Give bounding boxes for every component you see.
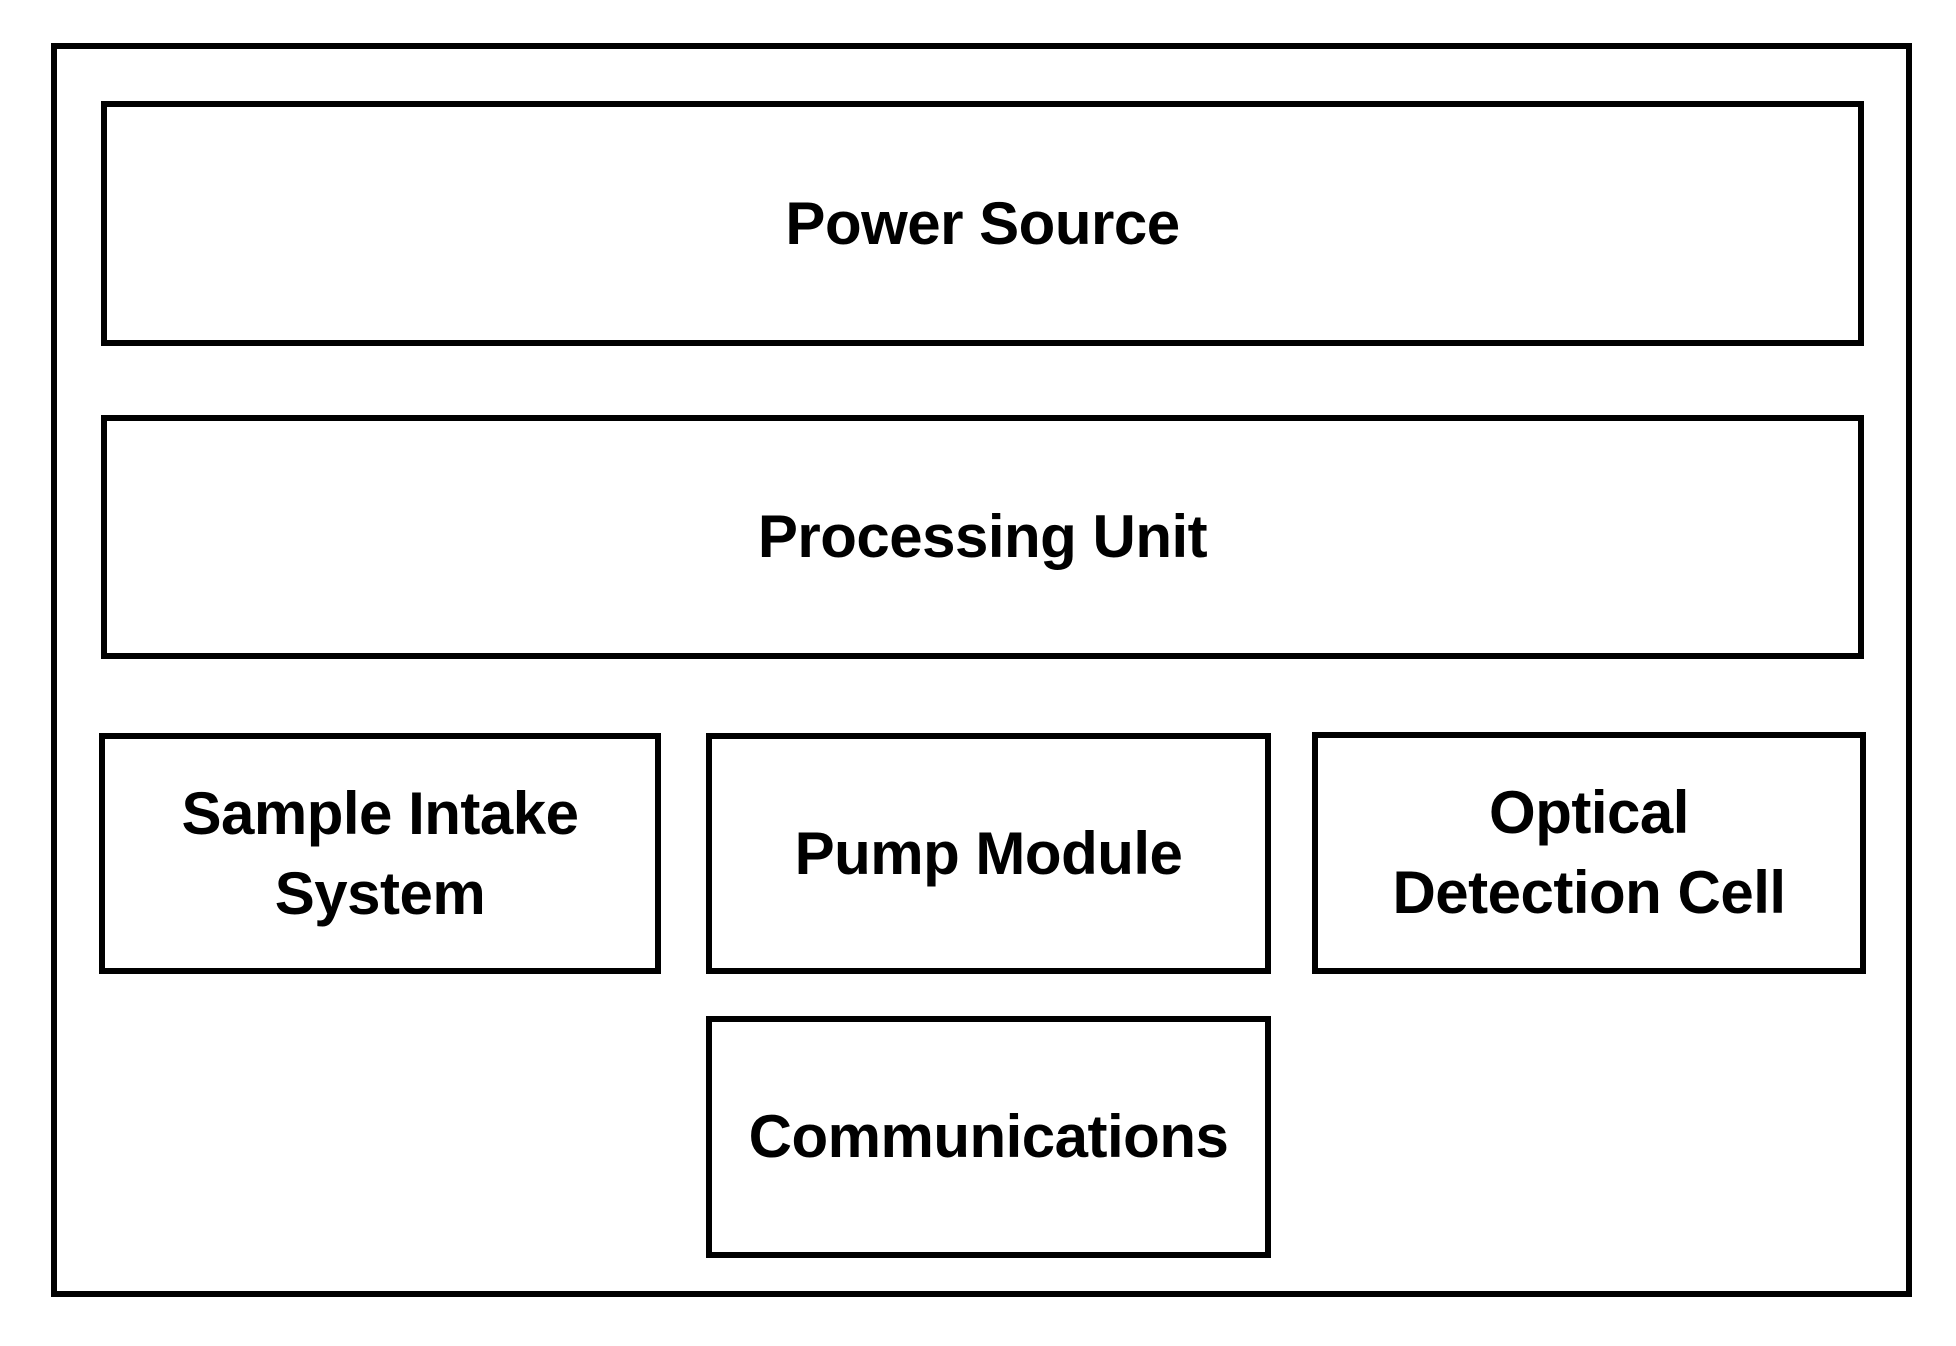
block-processing-unit-label: Processing Unit <box>757 503 1208 570</box>
block-power-source-label: Power Source <box>785 189 1180 257</box>
block-communications[interactable]: Communications <box>706 1016 1271 1258</box>
block-communications-label: Communications <box>748 1103 1229 1170</box>
block-pump-module[interactable]: Pump Module <box>706 733 1271 974</box>
block-optical-detection-cell-label: Optical Detection Cell <box>1392 779 1786 926</box>
block-processing-unit[interactable]: Processing Unit <box>101 415 1864 659</box>
block-pump-module-label: Pump Module <box>794 819 1183 887</box>
block-optical-detection-cell[interactable]: Optical Detection Cell <box>1312 732 1866 974</box>
outer-enclosure-frame: Power Source Processing Unit Sample Inta… <box>51 43 1912 1297</box>
block-sample-intake-system[interactable]: Sample Intake System <box>99 733 661 974</box>
block-sample-intake-system-label: Sample Intake System <box>181 779 579 927</box>
block-power-source[interactable]: Power Source <box>101 101 1864 346</box>
